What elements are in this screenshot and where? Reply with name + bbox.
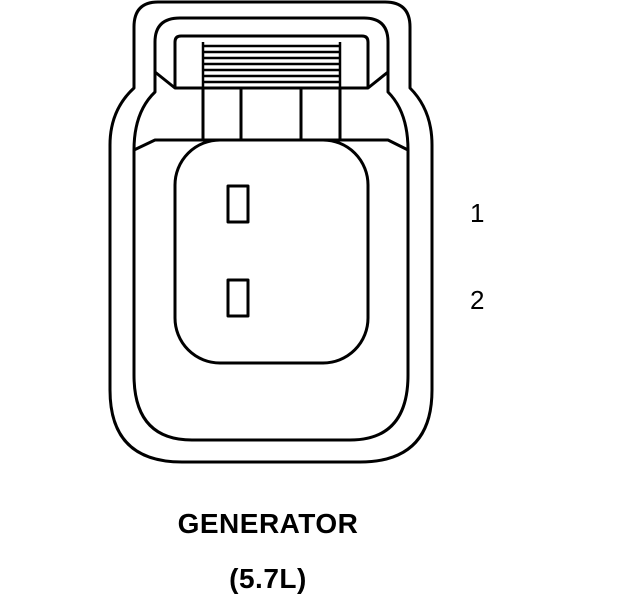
housing-shoulder (154, 70, 389, 90)
connector-housing-outer (108, 0, 434, 464)
pin-2-terminal (226, 278, 250, 318)
latch-frame (173, 34, 370, 88)
pin-1-terminal (226, 184, 250, 224)
terminal-cavity (173, 138, 370, 365)
pin-2-label: 2 (470, 285, 485, 315)
connector-variant: (5.7L) (229, 563, 307, 594)
keying-ribs (201, 88, 342, 140)
connector-housing-inner (132, 16, 410, 442)
connector-name: GENERATOR (177, 508, 359, 539)
latch-ridges (201, 42, 342, 88)
pin-1-label: 1 (470, 198, 485, 228)
